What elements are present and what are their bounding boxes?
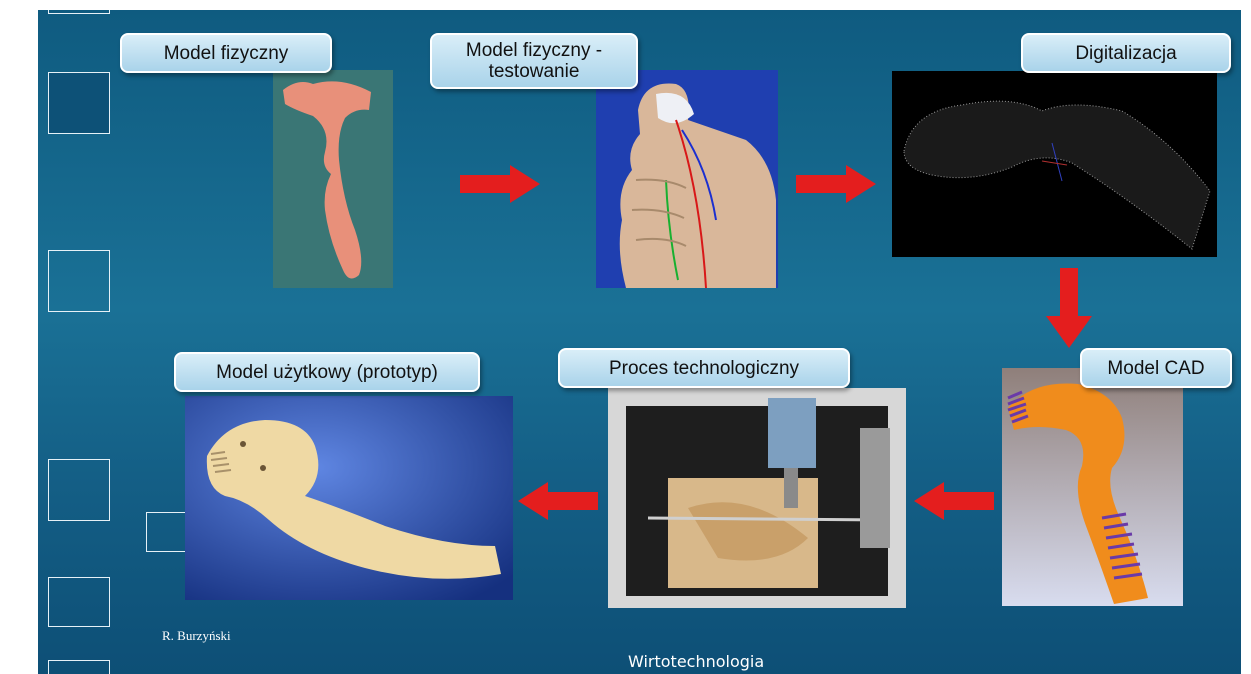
deco-square-filled [48, 72, 110, 134]
red-arrow-down-icon [1044, 266, 1094, 350]
deco-square [48, 577, 110, 627]
testing-photo [596, 70, 778, 288]
digitization-scan [892, 71, 1217, 257]
prototype-photo [185, 396, 513, 600]
red-arrow-icon [794, 163, 878, 205]
deco-square [48, 459, 110, 521]
step-label-testing: Model fizyczny - testowanie [430, 33, 638, 89]
author-credit: R. Burzyński [162, 628, 231, 644]
deco-square-top [48, 10, 110, 14]
cnc-process-photo [608, 388, 906, 608]
deco-square-small [146, 512, 186, 552]
step-label-physical-model: Model fizyczny [120, 33, 332, 73]
step-label-process: Proces technologiczny [558, 348, 850, 388]
red-arrow-left-icon [516, 480, 600, 522]
slide: Model fizyczny Model fizyczny - testowan… [38, 10, 1241, 674]
footer-title: Wirtotechnologia [628, 652, 764, 671]
red-arrow-icon [458, 163, 542, 205]
step-label-prototype: Model użytkowy (prototyp) [174, 352, 480, 392]
step-label-digitization: Digitalizacja [1021, 33, 1231, 73]
physical-model-photo [273, 70, 393, 288]
cad-model-render [1002, 368, 1183, 606]
step-label-cad-model: Model CAD [1080, 348, 1232, 388]
deco-square-bottom [48, 660, 110, 674]
deco-square [48, 250, 110, 312]
red-arrow-left-icon [912, 480, 996, 522]
